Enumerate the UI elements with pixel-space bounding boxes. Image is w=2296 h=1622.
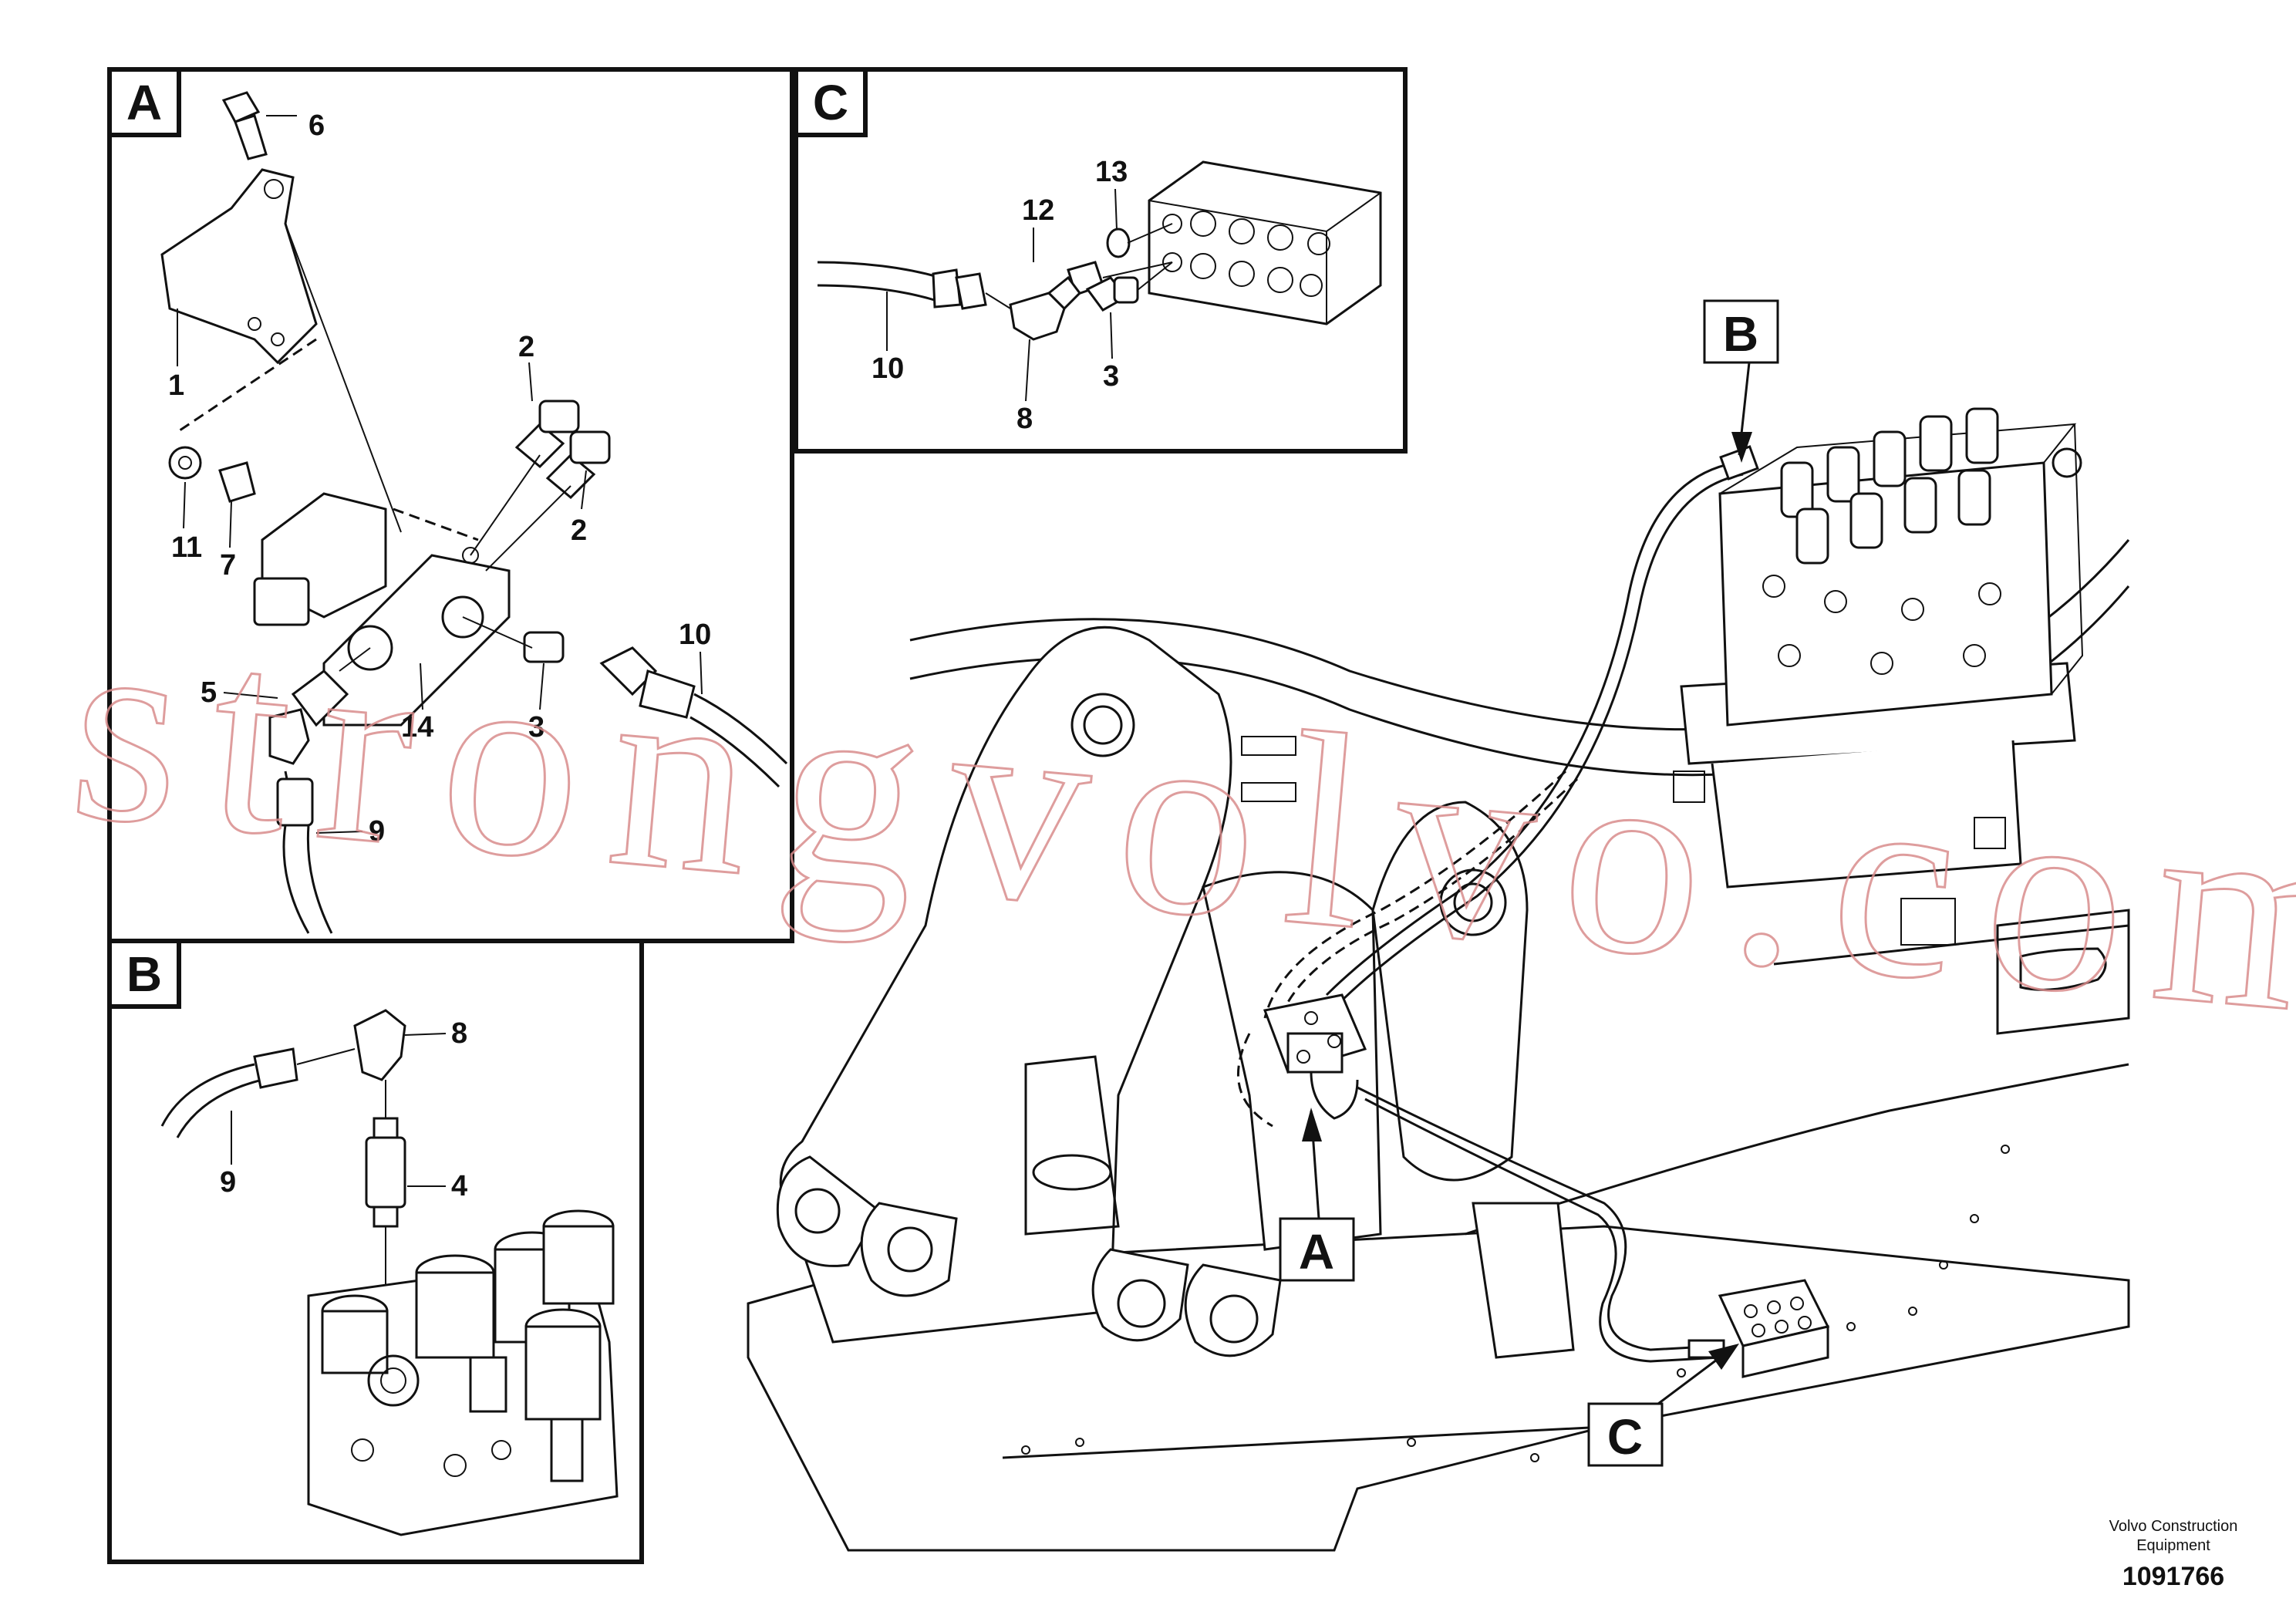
control-valve-block <box>1673 407 2084 889</box>
callout-2-lower: 2 <box>571 514 587 547</box>
callout-8: 8 <box>1017 403 1033 435</box>
detail-C: C 12 13 10 <box>794 67 1408 454</box>
footer-block: Volvo Construction Equipment 1091766 <box>2109 1518 2238 1591</box>
callout-11: 11 <box>171 531 202 564</box>
detail-B: B 8 9 4 <box>107 939 644 1564</box>
drawing-number: 1091766 <box>2122 1562 2224 1591</box>
solenoid-valve-assembly <box>1263 993 1367 1120</box>
detail-B-letter: B <box>126 946 162 1002</box>
callout-1: 1 <box>168 369 184 402</box>
detail-A: A <box>107 67 794 943</box>
detail-C-letter: C <box>813 75 848 130</box>
callout-14: 14 <box>401 711 433 744</box>
callout-5: 5 <box>201 676 217 709</box>
company-line-1: Volvo Construction <box>2109 1518 2238 1535</box>
callout-8: 8 <box>451 1017 467 1050</box>
callout-10: 10 <box>679 619 711 651</box>
main-tag-C: C <box>1587 1402 1664 1467</box>
detail-A-letter: A <box>126 75 162 130</box>
callout-9: 9 <box>220 1166 236 1199</box>
svg-text:C: C <box>1607 1409 1643 1465</box>
callout-7: 7 <box>220 549 236 582</box>
callout-9: 9 <box>369 815 385 848</box>
callout-3: 3 <box>528 711 544 744</box>
callout-13: 13 <box>1095 156 1128 188</box>
callout-12: 12 <box>1022 194 1054 227</box>
callout-2-upper: 2 <box>518 331 534 363</box>
main-assembly-view <box>747 362 2130 1552</box>
callout-6: 6 <box>308 110 325 142</box>
distribution-block <box>1687 1279 1830 1378</box>
callout-4: 4 <box>451 1170 467 1202</box>
svg-text:B: B <box>1723 306 1758 362</box>
company-line-2: Equipment <box>2136 1537 2210 1554</box>
main-tag-A: A <box>1279 1217 1355 1282</box>
callout-10: 10 <box>872 352 904 385</box>
svg-text:A: A <box>1299 1224 1334 1280</box>
callout-3: 3 <box>1103 360 1119 393</box>
main-tag-B: B <box>1703 299 1779 364</box>
